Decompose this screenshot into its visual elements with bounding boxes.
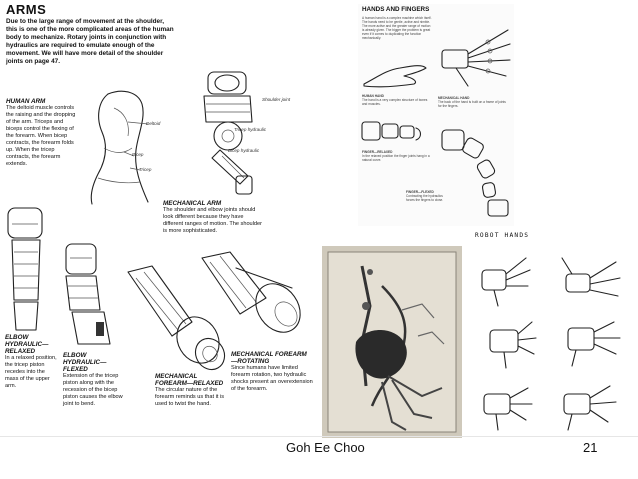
- label-bicep: Bicep: [132, 152, 144, 157]
- forearm-relaxed-title: MECHANICAL FOREARM—RELAXED: [155, 373, 224, 387]
- forearm-rotating-caption: MECHANICAL FOREARM—ROTATING Since humans…: [231, 351, 313, 393]
- robot-hand-sketch: [481, 257, 531, 307]
- forearm-relaxed-illustration: [127, 265, 226, 371]
- finger-flexed-illustration: [441, 129, 509, 217]
- human-hand-text: The hand is a very complex structure of …: [362, 98, 428, 106]
- finger-flexed-text: Contracting the hydraulics forces the fi…: [406, 194, 444, 202]
- robot-hand-sketch: [563, 385, 617, 431]
- mechanical-hand-title: MECHANICAL HAND: [438, 96, 470, 100]
- hands-fingers-page: HANDS AND FINGERS A human hand is a comp…: [358, 4, 514, 226]
- robot-hand-sketch: [489, 321, 537, 369]
- human-hand-title: HUMAN HAND: [362, 94, 384, 98]
- forearm-rotating-illustration: [201, 251, 301, 333]
- mechanical-arm-illustration: [203, 71, 253, 195]
- mechanical-hand-illustration: [441, 29, 511, 87]
- footer-divider: [0, 436, 638, 437]
- elbow-relaxed-caption: ELBOW HYDRAULIC—RELAXED In a relaxed pos…: [5, 334, 59, 390]
- finger-relaxed-text: In the relaxed position the finger joint…: [362, 154, 430, 162]
- elbow-relaxed-text: In a relaxed position, the tricep piston…: [5, 355, 57, 389]
- robot-hand-sketch: [561, 257, 621, 297]
- intro-paragraph: Due to the large range of movement at th…: [6, 18, 174, 65]
- mechanical-arm-title: MECHANICAL ARM: [163, 200, 222, 207]
- elbow-relaxed-illustration: [7, 207, 43, 331]
- hands-fingers-heading: HANDS AND FINGERS: [362, 6, 430, 13]
- mechanical-hand-text: The back of the hand is built on a frame…: [438, 100, 506, 108]
- robot-arm-photo: [322, 246, 462, 438]
- finger-flexed-caption: FINGER—FLEXED Contracting the hydraulics…: [406, 190, 452, 202]
- human-arm-title: HUMAN ARM: [6, 98, 46, 105]
- forearm-rotating-text: Since humans have limited forearm rotati…: [231, 365, 313, 392]
- label-shoulder-joint: Shoulder joint: [262, 97, 291, 102]
- elbow-flexed-text: Extension of the tricep piston along wit…: [63, 373, 123, 407]
- elbow-relaxed-title: ELBOW HYDRAULIC—RELAXED: [5, 334, 49, 355]
- mechanical-arm-text: The shoulder and elbow joints should loo…: [163, 207, 262, 234]
- label-deltoid: Deltoid: [146, 121, 161, 126]
- page-number: 21: [583, 440, 598, 455]
- finger-relaxed-caption: FINGER—RELAXED In the relaxed position t…: [362, 150, 434, 162]
- author-name: Goh Ee Choo: [286, 440, 365, 455]
- robot-hand-sketch: [483, 387, 533, 431]
- finger-relaxed-title: FINGER—RELAXED: [362, 150, 393, 154]
- forearm-relaxed-caption: MECHANICAL FOREARM—RELAXED The circular …: [155, 373, 225, 408]
- mechanical-hand-caption: MECHANICAL HAND The back of the hand is …: [438, 96, 508, 108]
- elbow-flexed-title: ELBOW HYDRAULIC—FLEXED: [63, 352, 107, 373]
- label-tricep: Tricep: [139, 167, 152, 172]
- label-tricep-hydraulic: Tricep hydraulic: [234, 127, 267, 132]
- elbow-flexed-illustration: [65, 243, 111, 345]
- human-hand-caption: HUMAN HAND The hand is a very complex st…: [362, 94, 428, 106]
- forearm-rotating-title: MECHANICAL FOREARM—ROTATING: [231, 351, 307, 365]
- finger-flexed-title: FINGER—FLEXED: [406, 190, 434, 194]
- human-arm-illustration: [90, 90, 149, 205]
- human-arm-caption: HUMAN ARM The deltoid muscle controls th…: [6, 98, 80, 168]
- robot-hands-title: ROBOT HANDS: [475, 232, 530, 239]
- finger-relaxed-illustration: [361, 121, 422, 141]
- human-arm-text: The deltoid muscle controls the raising …: [6, 105, 76, 167]
- section-heading-arms: ARMS: [6, 2, 47, 17]
- hands-fingers-intro: A human hand is a complex machine which …: [362, 16, 432, 40]
- human-hand-illustration: [363, 65, 427, 88]
- robot-hand-sketch: [567, 321, 621, 367]
- robot-hands-sketches: [481, 257, 621, 431]
- robot-arm-artwork: [322, 246, 462, 438]
- forearm-relaxed-text: The circular nature of the forearm remin…: [155, 387, 225, 407]
- mechanical-arm-caption: MECHANICAL ARM The shoulder and elbow jo…: [163, 200, 263, 235]
- label-bicep-hydraulic: Bicep hydraulic: [228, 148, 260, 153]
- elbow-flexed-caption: ELBOW HYDRAULIC—FLEXED Extension of the …: [63, 352, 123, 408]
